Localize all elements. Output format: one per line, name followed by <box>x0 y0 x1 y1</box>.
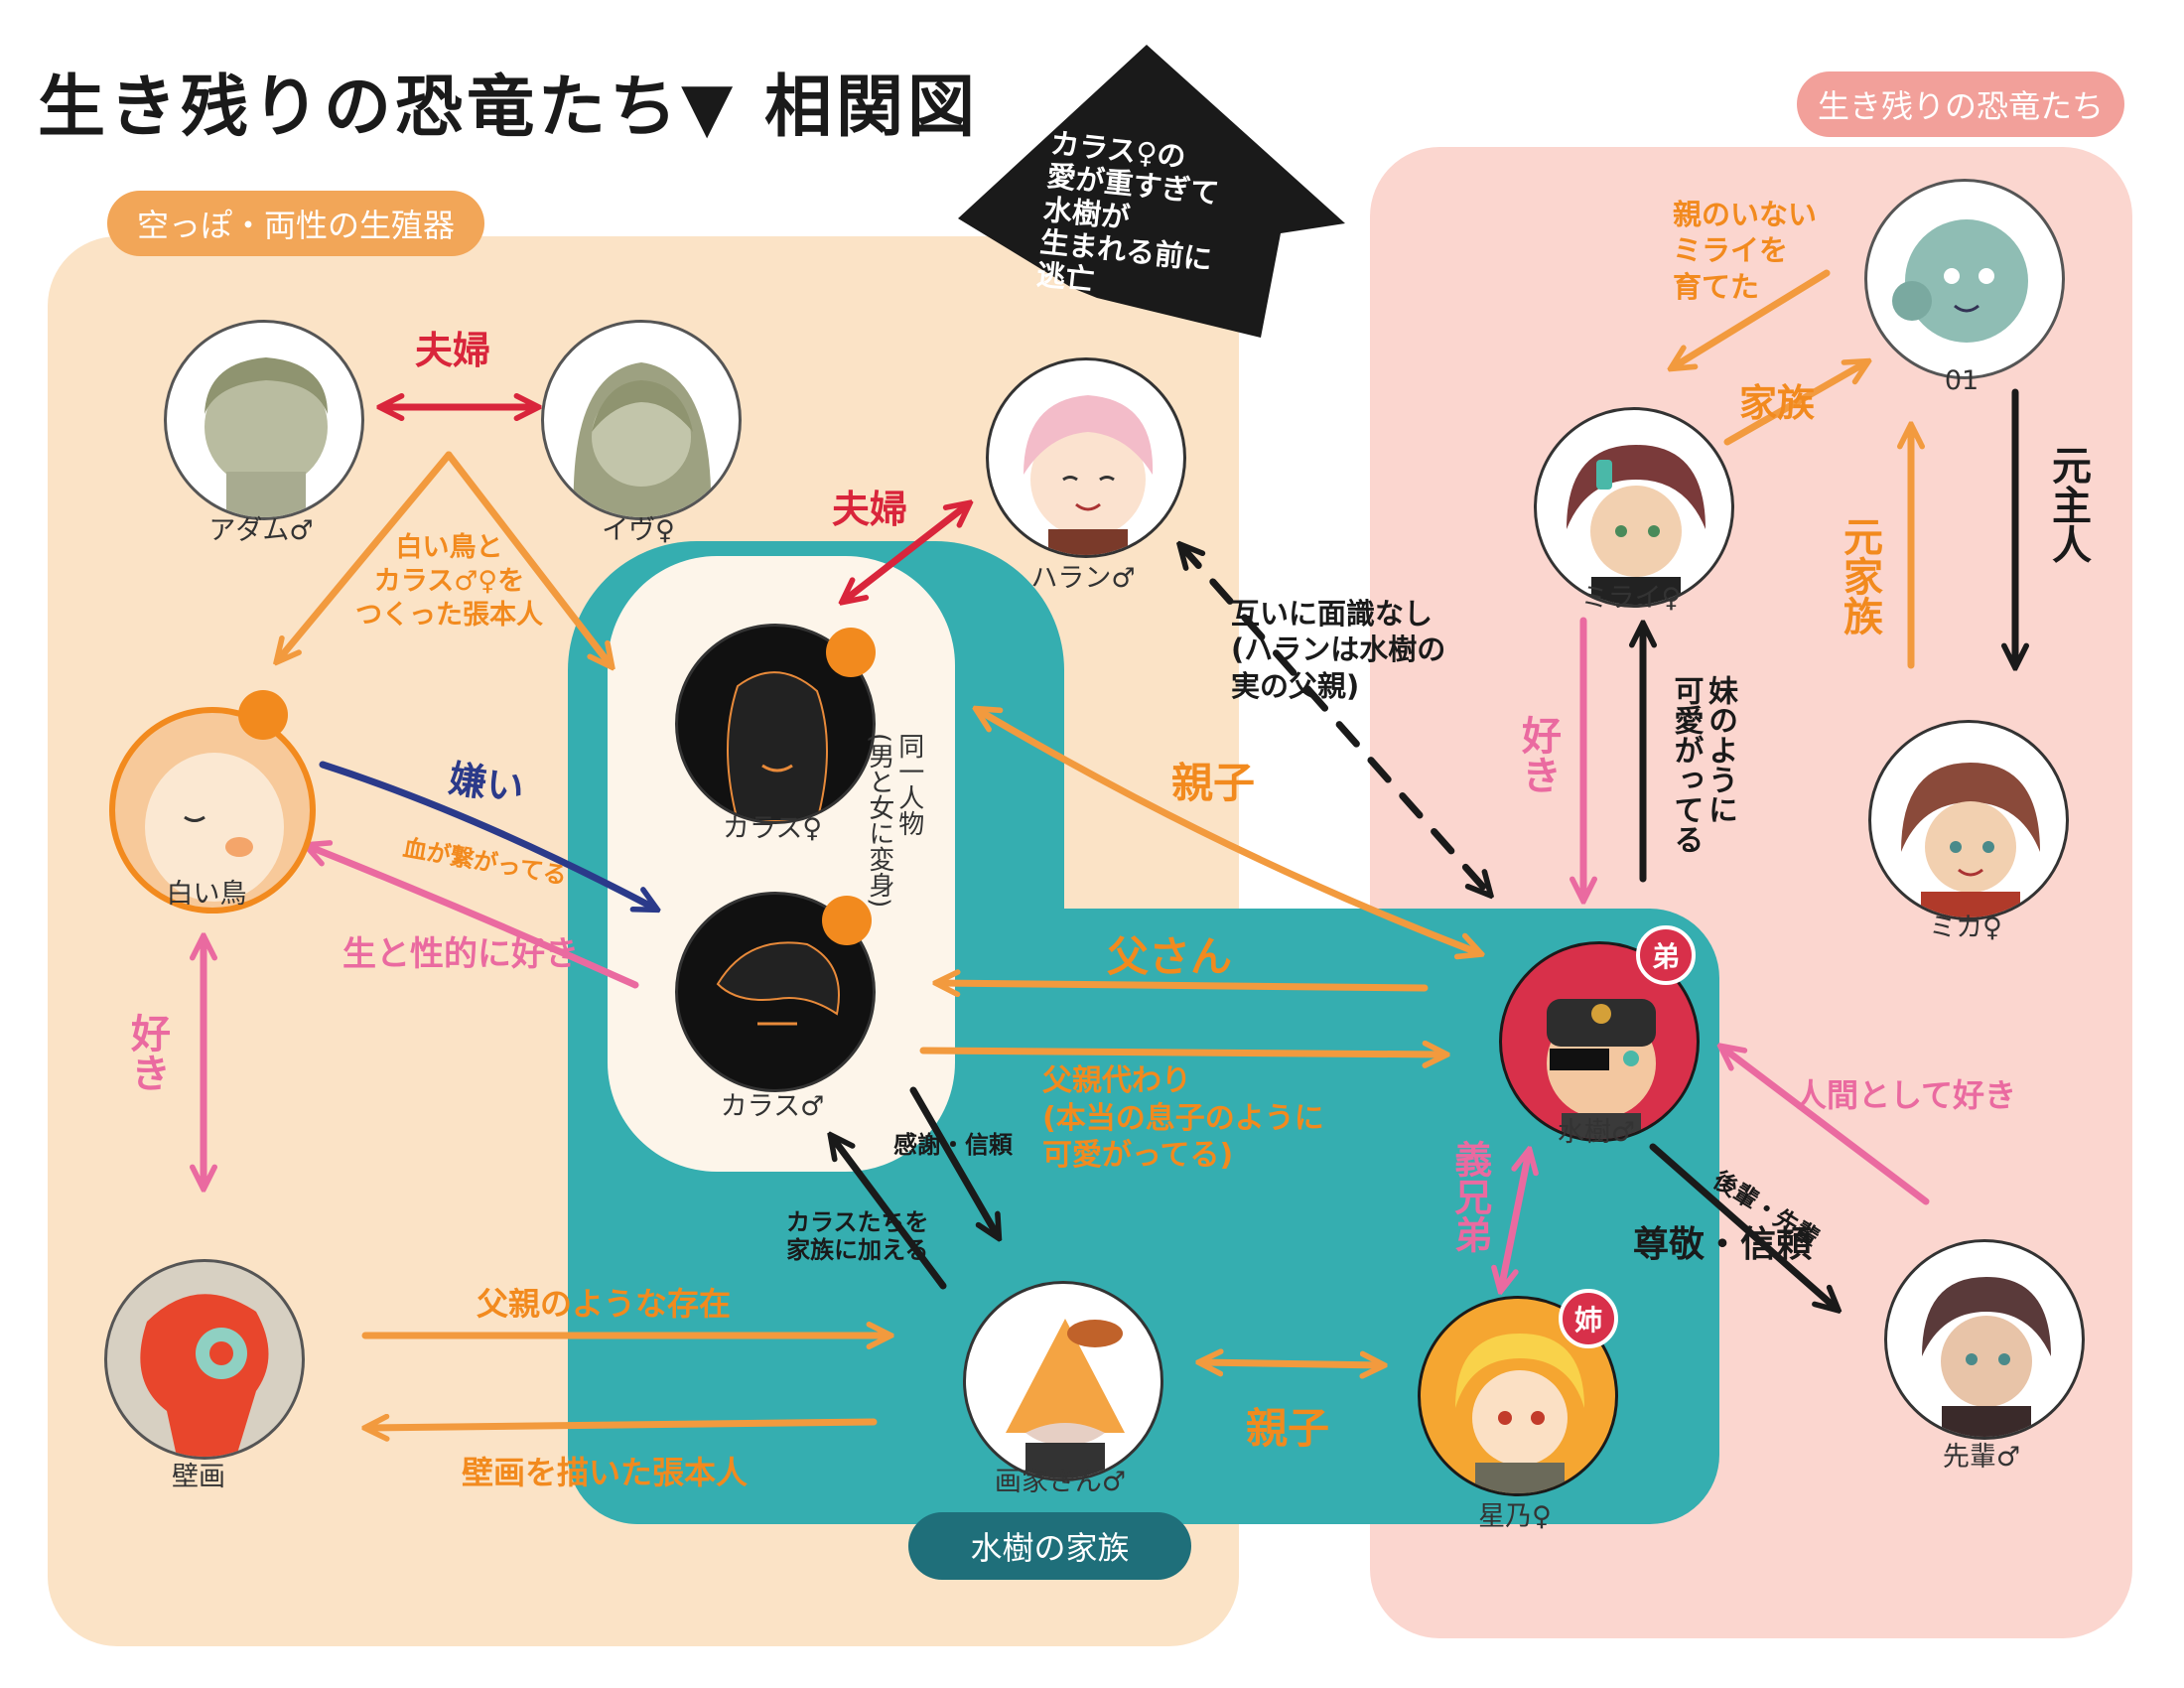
moto-kazoku-label: 元家族 <box>1837 516 1882 635</box>
senpai-portrait[interactable] <box>1884 1239 2085 1440</box>
gaka-face-icon <box>1006 1319 1125 1478</box>
karasu-f-name: カラス♀ <box>722 813 823 844</box>
mizuki-badge: 弟 <box>1636 925 1696 985</box>
eve-name: イヴ♀ <box>602 515 675 546</box>
father-substitute-label: 父親代わり (本当の息子のように 可愛がってる) <box>1042 1063 1324 1173</box>
karasu-m-name: カラス♂ <box>720 1091 825 1122</box>
adam-face-icon <box>205 357 328 517</box>
left-region-label: 空っぽ・両性の生殖器 <box>107 191 484 256</box>
creators-label: 白い鳥と カラス♂♀を つくった張本人 <box>355 532 543 631</box>
mika-name: ミカ♀ <box>1929 913 2002 943</box>
haran-couple-label: 夫婦 <box>832 488 908 531</box>
tousan-label: 父さん <box>1107 932 1233 981</box>
zero-one-portrait[interactable] <box>1864 179 2065 379</box>
hakucho-portrait[interactable] <box>109 707 316 914</box>
adam-eve-label: 夫婦 <box>415 329 491 372</box>
mika-face-icon <box>1901 763 2040 917</box>
giky-label: 義兄弟 <box>1447 1140 1492 1253</box>
karasu-m-dot <box>822 896 872 945</box>
karasu-f-portrait[interactable] <box>675 624 876 824</box>
family-add-label: カラスたちを 家族に加える <box>786 1208 929 1264</box>
no-acquaintance-label: 互いに面識なし (ハランは水樹の 実の父親) <box>1231 597 1446 703</box>
gaka-name: 画家さん♂ <box>994 1467 1127 1497</box>
kazoku-label: 家族 <box>1739 381 1816 425</box>
senpai-name: 先輩♂ <box>1942 1442 2021 1473</box>
human-love-label: 人間として好き <box>1795 1076 2017 1114</box>
karasu-f-dot <box>826 628 876 677</box>
karasu-f-silhouette-icon <box>727 671 828 821</box>
thanks-label: 感謝・信頼 <box>893 1131 1013 1159</box>
zero-one-name: 01 <box>1944 365 1979 396</box>
gaka-portrait[interactable] <box>963 1281 1163 1481</box>
senpai-face-icon <box>1922 1277 2051 1437</box>
family-region-label: 水樹の家族 <box>908 1512 1191 1580</box>
haran-name: ハラン♂ <box>1030 563 1136 594</box>
haran-portrait[interactable] <box>986 357 1186 558</box>
imouto-label: 妹のように 可愛がってる <box>1668 675 1738 854</box>
karasu-m-silhouette-icon <box>716 941 840 1026</box>
mural-maker-label: 壁画を描いた張本人 <box>462 1454 749 1491</box>
hoshino-badge: 姉 <box>1559 1289 1618 1348</box>
mirai-portrait[interactable] <box>1534 407 1734 608</box>
hekiga-portrait[interactable] <box>104 1259 305 1460</box>
mirai-name: ミライ♀ <box>1580 583 1682 614</box>
hoshino-face-icon <box>1455 1334 1584 1493</box>
hoshino-name: 星乃♀ <box>1478 1501 1552 1532</box>
mizuki-face-icon <box>1547 999 1656 1139</box>
haran-face-icon <box>1024 395 1154 555</box>
same-person-label: 同一人物 (男と女に変身) <box>864 733 924 909</box>
love-sex-label: 生と性的に好き <box>342 934 579 974</box>
right-region-label: 生き残りの恐竜たち <box>1797 71 2124 137</box>
mirai-face-icon <box>1567 445 1706 605</box>
respect-label: 尊敬・信頼 <box>1633 1224 1813 1265</box>
eve-face-icon <box>573 362 712 517</box>
oyako-karasu-label: 親子 <box>1171 759 1256 807</box>
hakucho-dot <box>238 690 288 740</box>
hekiga-image-icon <box>140 1294 269 1457</box>
adam-portrait[interactable] <box>164 320 364 520</box>
raised-label: 親のいない ミライを 育てた <box>1673 198 1818 304</box>
big-arrow-text: カラス♀の 愛が重すぎて 水樹が 生まれる前に 逃亡 <box>1034 126 1221 298</box>
suki-left-label: 好き <box>124 1013 170 1092</box>
suki-right-label: 好き <box>1515 715 1561 794</box>
mizuki-name: 水樹♂ <box>1557 1117 1636 1148</box>
zero-one-robot-icon <box>1892 219 2028 343</box>
hekiga-name: 壁画 <box>172 1462 225 1492</box>
mika-portrait[interactable] <box>1868 720 2069 920</box>
oyako-gaka-label: 親子 <box>1246 1404 1330 1453</box>
adam-name: アダム♂ <box>208 515 314 546</box>
hakucho-name: 白い鳥 <box>166 879 247 910</box>
father-like-label: 父親のような存在 <box>477 1285 732 1323</box>
eve-portrait[interactable] <box>541 320 742 520</box>
moto-shujin-label: 元主人 <box>2045 445 2091 564</box>
page-title: 生き残りの恐竜たち▼ 相関図 <box>38 69 979 147</box>
hakucho-face-icon <box>145 753 284 902</box>
